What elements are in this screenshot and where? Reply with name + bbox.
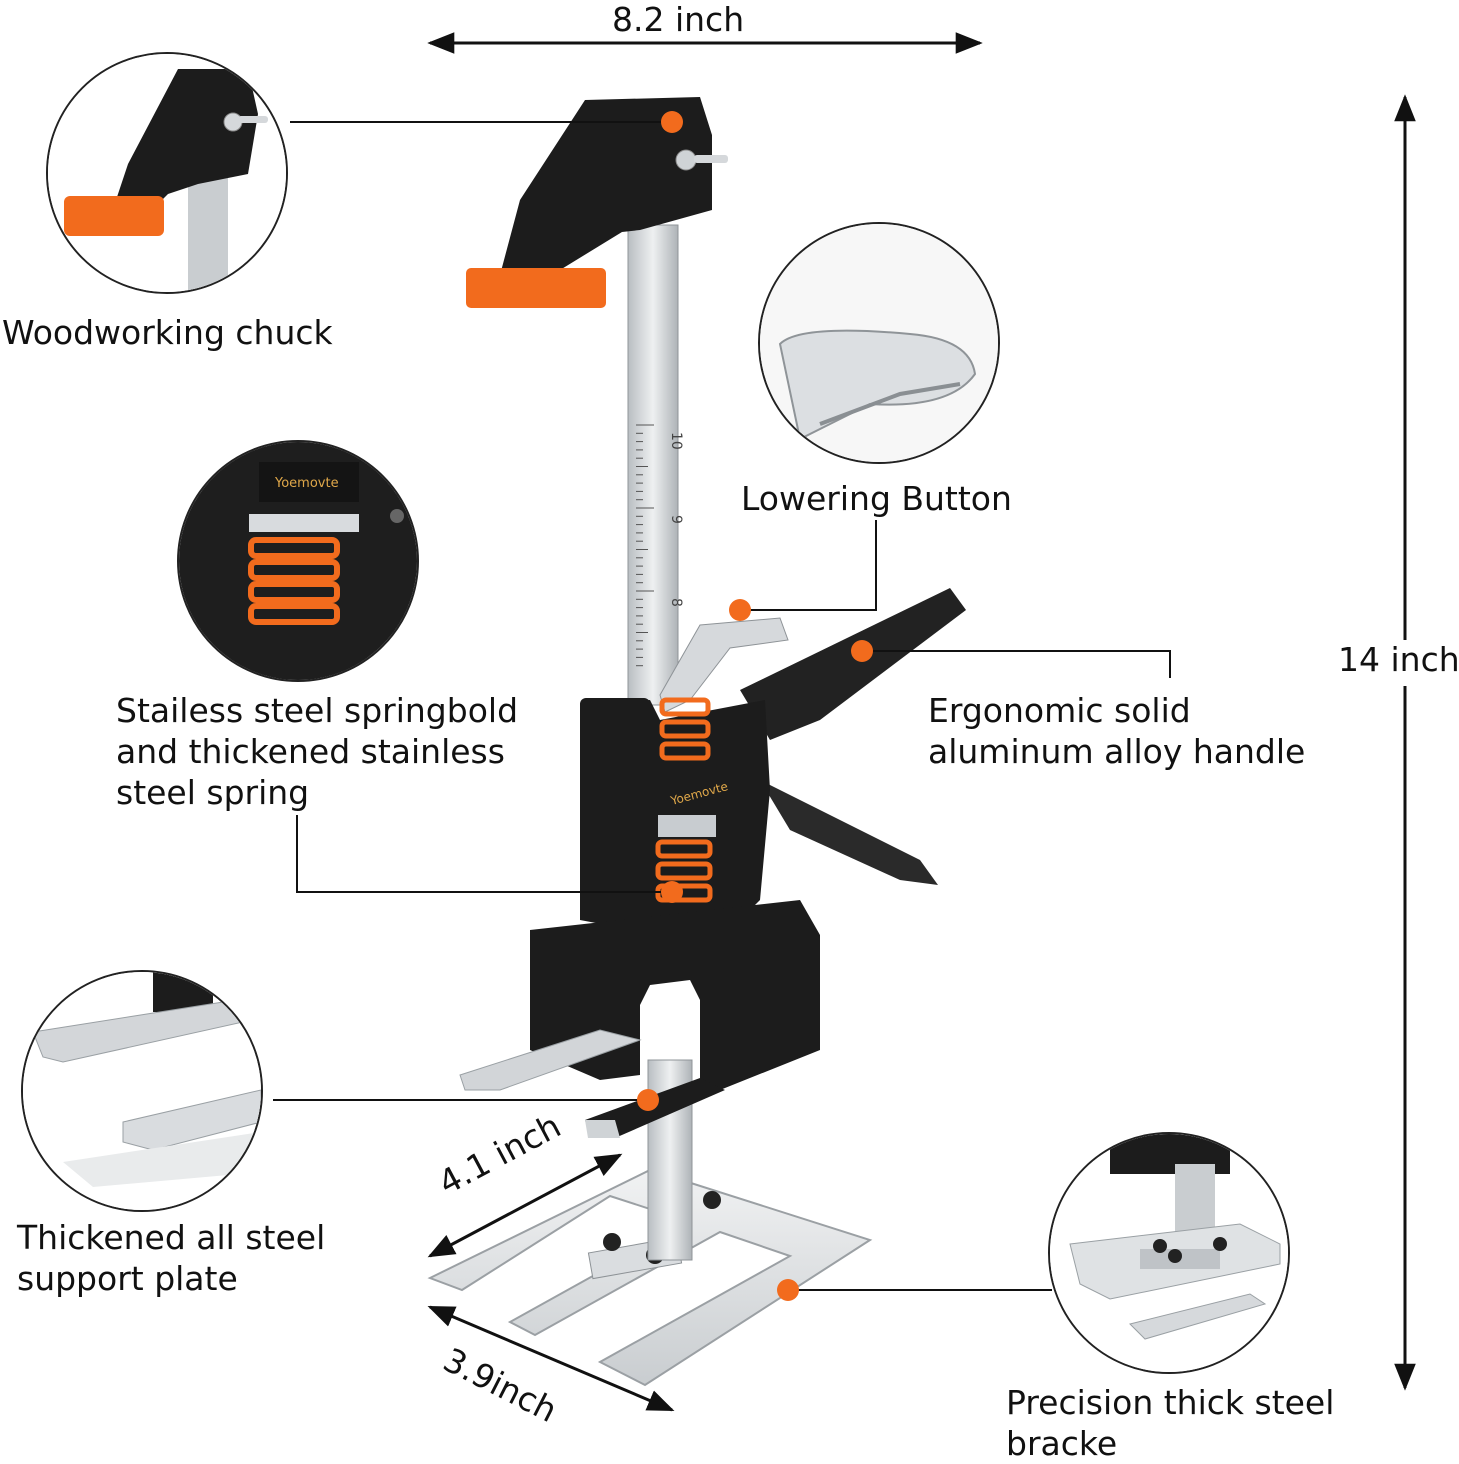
width-dimension-label: 8.2 inch (612, 0, 745, 39)
callout-spring: Stailess steel springbold and thickened … (116, 690, 518, 813)
dot-spring (661, 881, 683, 903)
dot-bracket (777, 1279, 799, 1301)
callout-line: support plate (17, 1259, 238, 1298)
callout-line: Ergonomic solid (928, 691, 1191, 730)
inset-lowering-button (758, 222, 1000, 464)
callout-line: bracke (1006, 1424, 1118, 1463)
callout-line: Stailess steel springbold (116, 691, 519, 730)
foot-length-arrow (427, 1153, 623, 1258)
dot-plate (637, 1089, 659, 1111)
woodworking-chuck (466, 97, 728, 308)
callout-support-plate: Thickened all steel support plate (17, 1217, 325, 1299)
ruler-mark-9: 9 (668, 515, 684, 524)
leader-lines (273, 121, 1171, 1291)
dot-lowering (729, 599, 751, 621)
ruler-bar: 10 9 8 (627, 224, 693, 1261)
callout-woodworking-chuck: Woodworking chuck (2, 312, 333, 353)
callout-lowering-button: Lowering Button (741, 478, 1012, 519)
inset-spring: Yoemovte (177, 440, 419, 682)
inset-support-plate (21, 970, 263, 1212)
callout-line: Precision thick steel (1006, 1383, 1335, 1422)
handle (740, 588, 966, 885)
leader-spring (296, 815, 672, 893)
callout-bracket: Precision thick steel bracke (1006, 1382, 1334, 1464)
callout-line: steel spring (116, 773, 310, 812)
inset-chuck (46, 52, 288, 294)
leader-lowering (740, 520, 877, 611)
inset-bracket (1048, 1132, 1290, 1374)
dot-handle (851, 640, 873, 662)
callout-line: aluminum alloy handle (928, 732, 1306, 771)
dot-chuck (661, 111, 683, 133)
callout-line: Thickened all steel (17, 1218, 326, 1257)
callout-line: Woodworking chuck (2, 313, 333, 352)
ruler-mark-8: 8 (668, 598, 684, 607)
height-dimension-label: 14 inch (1338, 640, 1459, 679)
inset-brand-logo: Yoemovte (274, 476, 339, 491)
main-body: Yoemovte (459, 697, 820, 1138)
ruler-mark-10: 10 (668, 432, 684, 450)
callout-line: Lowering Button (741, 479, 1012, 518)
callout-handle: Ergonomic solid aluminum alloy handle (928, 690, 1305, 772)
leader-handle (862, 650, 1171, 678)
callout-line: and thickened stainless (116, 732, 505, 771)
base-width-arrow (427, 1305, 675, 1412)
lowering-button (659, 617, 789, 713)
